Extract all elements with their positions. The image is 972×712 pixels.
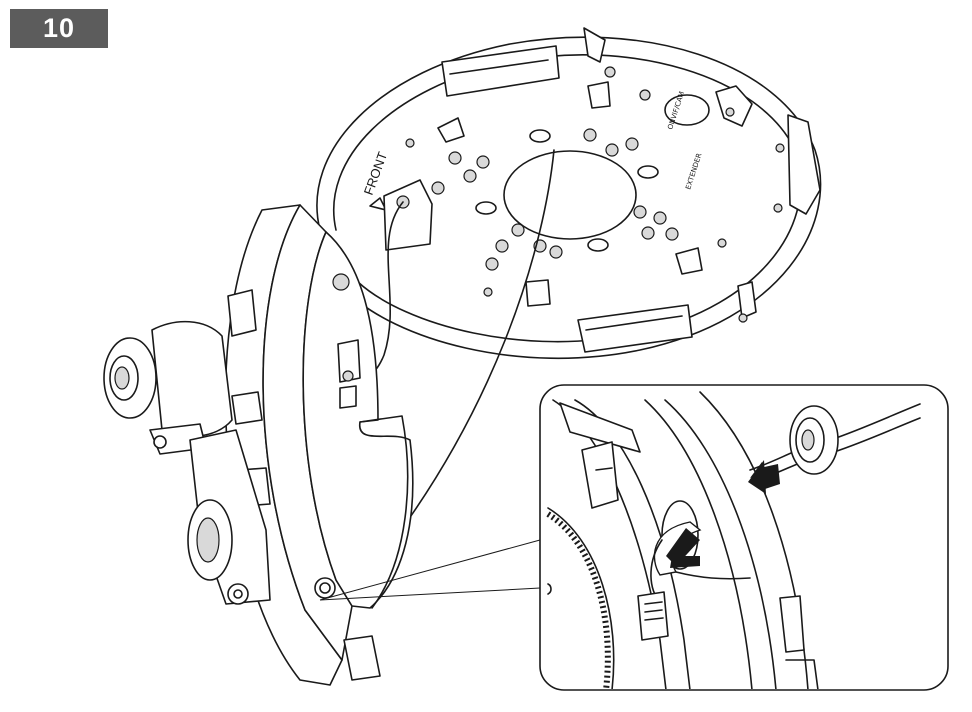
plate-center-hole [503,150,637,240]
mounting-plate: FRONT ONVIF/CAM [316,27,822,360]
arrow-icon [666,528,700,568]
cable-bracket [383,179,433,251]
rj45-connector-icon [637,591,669,641]
callout-line-top [319,539,541,601]
plate-screw-holes [405,66,785,323]
callout-line-bottom [319,587,541,601]
camera-lens-unit [103,320,271,605]
detail-inset [539,384,949,691]
step-number-badge: 10 [10,9,108,48]
grommet-icon [789,405,839,475]
step-number: 10 [42,13,76,43]
arrow-icon [748,460,780,494]
